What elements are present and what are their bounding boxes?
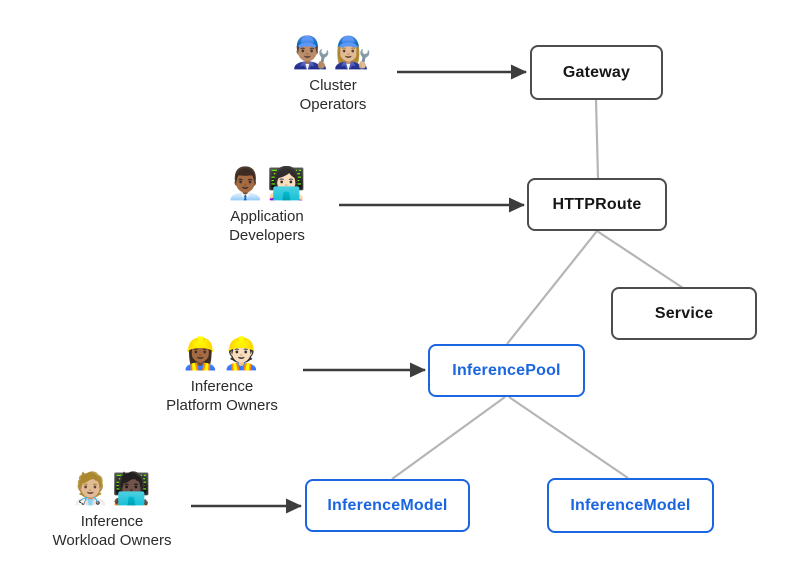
edge-httproute-inferencepool [506, 230, 598, 345]
persona-label-line: Developers [229, 227, 305, 244]
developer-emoji-icon: 👨🏾‍💼👩🏻‍💻 [226, 166, 308, 201]
persona-cluster-operators: 👨🏽‍🔧👩🏼‍🔧 Cluster Operators [263, 32, 403, 114]
node-httproute: HTTPRoute [527, 178, 667, 231]
edge-inferencepool-inferencemodel-left [391, 396, 506, 480]
edge-gateway-httproute [594, 99, 600, 179]
persona-label-line: Operators [299, 96, 367, 113]
persona-inference-workload-owners: 🧑🏼‍⚕️🧑🏿‍💻 Inference Workload Owners [27, 468, 197, 550]
persona-label-line: Application [230, 208, 304, 225]
node-inferencemodel-right: InferenceModel [547, 478, 714, 533]
node-service: Service [611, 287, 757, 340]
persona-label-line: Inference [80, 513, 144, 530]
node-inferencemodel-left: InferenceModel [305, 479, 470, 532]
persona-label-inference-workload-owners: Inference Workload Owners [53, 512, 172, 550]
persona-label-line: Platform Owners [166, 397, 278, 414]
edge-inferencepool-inferencemodel-right [508, 396, 629, 479]
persona-label-cluster-operators: Cluster Operators [300, 76, 367, 114]
persona-label-line: Inference [190, 378, 254, 395]
edge-httproute-service [596, 230, 684, 289]
persona-label-line: Workload Owners [52, 532, 172, 549]
node-gateway: Gateway [530, 45, 663, 100]
mechanic-emoji-icon: 👨🏽‍🔧👩🏼‍🔧 [292, 35, 374, 70]
persona-label-application-developers: Application Developers [229, 207, 305, 245]
node-inferencepool: InferencePool [428, 344, 585, 397]
persona-application-developers: 👨🏾‍💼👩🏻‍💻 Application Developers [192, 163, 342, 245]
persona-label-line: Cluster [309, 77, 357, 94]
construction-worker-emoji-icon: 👷🏾‍♀️👷🏻 [181, 336, 263, 371]
persona-label-inference-platform-owners: Inference Platform Owners [166, 377, 278, 415]
persona-inference-platform-owners: 👷🏾‍♀️👷🏻 Inference Platform Owners [137, 333, 307, 415]
workload-owner-emoji-icon: 🧑🏼‍⚕️🧑🏿‍💻 [71, 471, 153, 506]
